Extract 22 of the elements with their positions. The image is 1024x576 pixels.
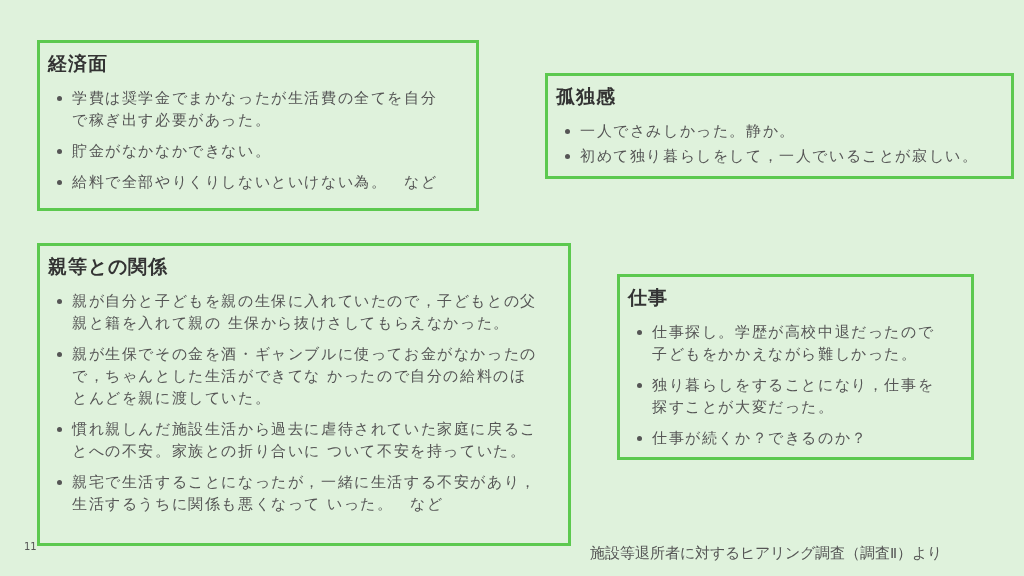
text-box	[37, 243, 571, 546]
bullet-item: 一人でさみしかった。静か。	[580, 122, 797, 141]
source-note: 施設等退所者に対するヒアリング調査（調査Ⅱ）より	[590, 544, 943, 563]
text-box	[617, 274, 974, 460]
bullet-item: 親が自分と子どもを親の生保に入れていたので，子どもとの父親と籍を入れて親の 生保から抜けさしてもらえなかった。	[72, 292, 538, 333]
box-heading: 孤独感	[556, 84, 616, 109]
bullet-item: 親が生保でその金を酒・ギャンブルに使ってお金がなかったので，ちゃんとした生活ができてな かったので自分の給料のほとんどを親に渡していた。	[72, 345, 538, 408]
bullet-item: 慣れ親しんだ施設生活から過去に虐待されていた家庭に戻ることへの不安。家族との折り合いに ついて不安を持っていた。	[72, 420, 538, 461]
bullet-item: 仕事探し。学歴が高校中退だったので子どもをかかえながら難しかった。	[652, 323, 936, 364]
box-heading: 仕事	[628, 285, 668, 310]
bullet-item: 初めて独り暮らしをして，一人でいることが寂しい。	[580, 147, 980, 166]
bullet-item: 独り暮らしをすることになり，仕事を探すことが大変だった。	[652, 376, 936, 417]
bullet-item: 学費は奨学金でまかなったが生活費の全てを自分で稼ぎ出す必要があった。	[72, 89, 439, 130]
bullet-item: 仕事が続くか？できるのか？	[652, 429, 869, 448]
bullet-item: 親宅で生活することになったが，一緒に生活する不安があり，生活するうちに関係も悪くなって いった。 など	[72, 473, 538, 514]
box-heading: 親等との関係	[48, 254, 168, 279]
bullet-item: 給料で全部やりくりしないといけない為。 など	[72, 173, 439, 192]
box-heading: 経済面	[48, 51, 108, 76]
page-number: 11	[24, 541, 37, 552]
text-box	[37, 40, 479, 211]
text-box	[545, 73, 1014, 179]
bullet-item: 貯金がなかなかできない。	[72, 142, 273, 161]
